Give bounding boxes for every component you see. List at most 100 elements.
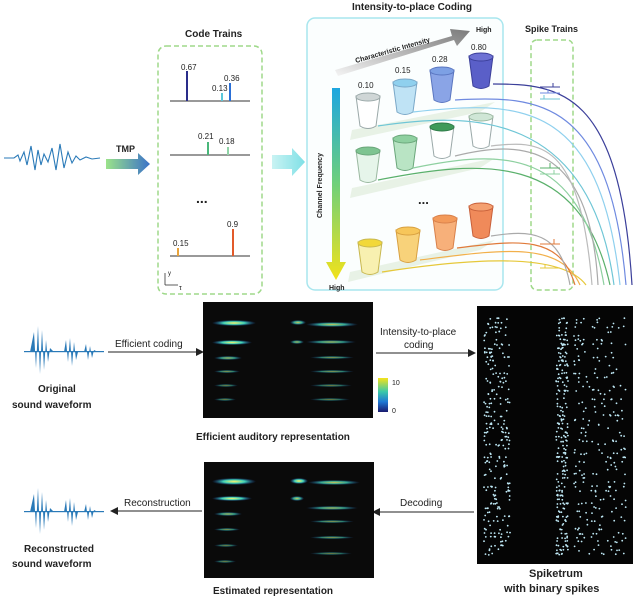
efficient-representation-image [203, 302, 373, 418]
spike-dot [560, 482, 563, 485]
spike-dot [485, 331, 488, 334]
spike-dot [564, 537, 566, 540]
spike-dot [577, 540, 580, 543]
spike-dot [491, 552, 494, 555]
spike-dot [620, 516, 623, 518]
spike-dot [556, 498, 559, 501]
spike-dot [581, 401, 584, 404]
spike-dot [564, 402, 567, 405]
spike-dot [581, 474, 583, 476]
spike-dot [486, 356, 489, 359]
spike-dot [490, 470, 492, 473]
spike-dot [600, 516, 603, 518]
spike-dot [490, 456, 492, 458]
spike-dot [564, 431, 567, 434]
spike-dot [507, 447, 510, 450]
spike-dot [488, 402, 491, 405]
spike-dot [580, 453, 582, 456]
spike-dot [563, 507, 566, 510]
spike-dot [483, 527, 486, 530]
spike-dot [596, 338, 598, 341]
spike-dot [500, 540, 502, 543]
spike-dot [562, 473, 564, 475]
spike-dot [582, 317, 585, 320]
spike-dot [496, 326, 498, 329]
spike-dot [587, 424, 590, 426]
spike-dot [555, 439, 558, 441]
spike-dot [561, 477, 564, 479]
spike-dot [565, 544, 567, 546]
spike-dot [615, 402, 618, 405]
spike-dot [560, 348, 562, 351]
spike-dot [614, 414, 617, 417]
spike-dot [507, 486, 510, 489]
spike-dot [597, 544, 600, 546]
spike-dot [591, 398, 594, 400]
spike-dot [503, 419, 506, 422]
spike-dot [498, 455, 501, 458]
spike-dot [507, 535, 510, 538]
spike-dot [610, 342, 613, 345]
spike-dot [579, 490, 581, 493]
spike-dot [508, 482, 511, 485]
spike-dot [577, 376, 580, 379]
spike-dot [489, 381, 492, 384]
spike-dot [562, 502, 565, 505]
spike-dot [485, 360, 488, 363]
code-ellipsis: ... [196, 190, 208, 206]
spike-dot [493, 389, 495, 391]
spike-dot [624, 499, 627, 502]
spike-dot [499, 397, 502, 399]
spike-dot [608, 364, 611, 367]
spike-dot [601, 452, 603, 454]
spike-dot [600, 342, 603, 345]
spike-dot [485, 489, 488, 492]
spike-dot [490, 351, 493, 354]
spike-dot [484, 536, 487, 538]
spike-dot [619, 384, 622, 387]
spike-dot [595, 495, 597, 498]
spike-dot [575, 390, 578, 392]
spike-dot [555, 552, 558, 555]
spike-dot [598, 360, 601, 362]
spike-dot [491, 348, 493, 351]
spike-dot [501, 540, 504, 543]
code-value: 0.13 [212, 84, 228, 93]
spike-dot [592, 472, 594, 475]
spike-dot [560, 532, 563, 535]
spike-dot [502, 519, 504, 521]
spike-dot [614, 541, 617, 543]
spike-dot [578, 510, 581, 513]
spike-dot [558, 360, 560, 362]
colorbar [378, 378, 388, 412]
spike-dot [556, 540, 558, 542]
spike-dot [505, 490, 508, 493]
cup [429, 122, 455, 159]
cup [468, 52, 494, 89]
spike-dot [502, 444, 505, 447]
spike-dot [580, 321, 582, 324]
spike-dot [597, 443, 600, 446]
spike-dot [593, 326, 596, 329]
spike-dot [564, 334, 567, 336]
spike-dot [509, 531, 511, 534]
spike-dot [605, 489, 607, 492]
spike-dot [573, 451, 576, 454]
spike-dot [489, 524, 491, 527]
spike-dot [598, 449, 601, 451]
spike-dot [609, 456, 612, 459]
spike-dot [557, 544, 560, 547]
spike-dot [560, 460, 563, 463]
spike-dot [489, 423, 492, 425]
spike-dot [606, 539, 609, 542]
spike-dot [556, 537, 559, 540]
spike-dot [565, 516, 568, 518]
spike-dot [484, 347, 486, 350]
spike-dot [603, 376, 606, 379]
spike-dot [574, 372, 577, 375]
spike-dot [556, 503, 559, 505]
spike-dot [577, 338, 580, 340]
spike-dot [508, 356, 510, 358]
spike-dot [561, 347, 563, 349]
spike-dot [560, 409, 562, 412]
